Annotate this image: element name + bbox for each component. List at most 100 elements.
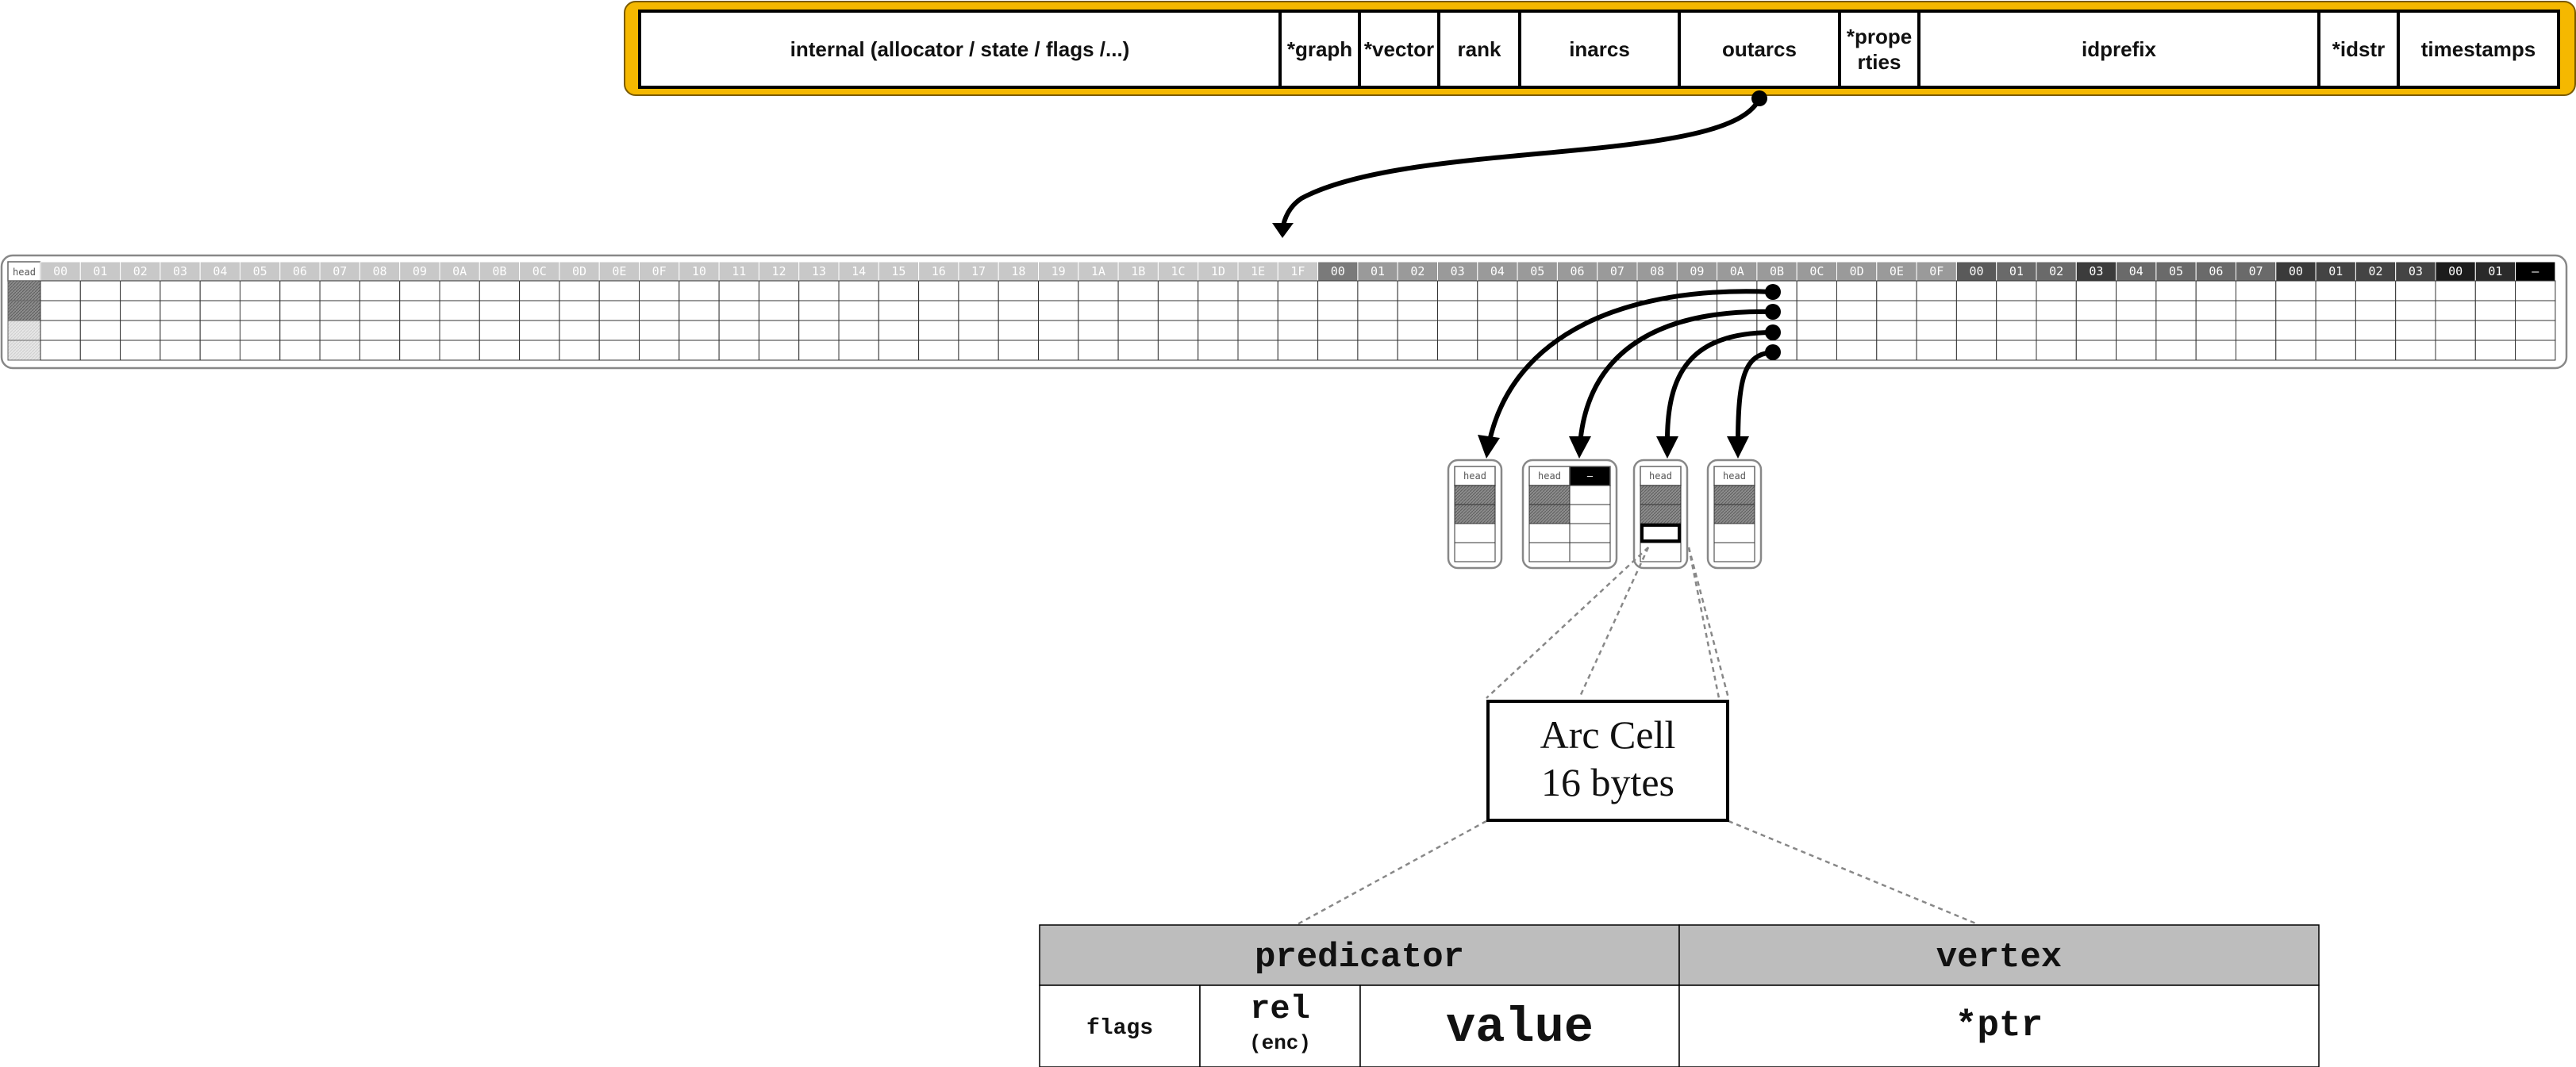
arc-array-cell (1277, 300, 1319, 321)
arc-array-cell (79, 340, 121, 361)
arc-array-index-label: 09 (413, 264, 427, 278)
arc-arrow-4-head (1727, 436, 1749, 459)
arc-head-cell (1713, 542, 1755, 562)
arc-array-cell (798, 320, 840, 341)
arc-array-cell (1996, 320, 2037, 341)
arc-array-cell (240, 280, 281, 301)
zoom-line-e (1297, 819, 1487, 926)
arc-array-cell (2315, 300, 2356, 321)
arc-head-label: head (1649, 470, 1672, 482)
arc-head-label: head (1538, 470, 1561, 482)
arc-arrow-1 (1486, 289, 1772, 445)
arc-array-index-label: 16 (932, 264, 946, 278)
arc-head-cell (1528, 504, 1571, 524)
arc-array-index-label: 0C (533, 264, 547, 278)
predicator-header (1039, 924, 1680, 986)
arc-array-index-label: 01 (2009, 264, 2024, 278)
arc-array-index-label: 0C (1809, 264, 1824, 278)
arc-array-cell (2116, 340, 2157, 361)
arc-array-cell (1955, 340, 1997, 361)
arc-array-cell (1876, 300, 1917, 321)
arc-array-cell (1357, 280, 1398, 301)
arc-array-cell (1078, 300, 1119, 321)
arc-array-cell (2155, 280, 2197, 301)
arc-array-cell (2395, 300, 2436, 321)
arc-array-cell (1078, 340, 1119, 361)
arc-array-index-label: 1F (1290, 264, 1305, 278)
arc-array-cell (1955, 300, 1997, 321)
arc-array-cell (2236, 340, 2277, 361)
arc-array-cell (439, 340, 480, 361)
value-cell (1359, 984, 1680, 1067)
arc-array-cell (679, 340, 720, 361)
arc-array-cell (1996, 340, 2037, 361)
arc-array-cell (79, 320, 121, 341)
arc-head-cell (1713, 485, 1755, 505)
arc-head-cell (1454, 485, 1496, 505)
arc-array-index-header (2075, 261, 2117, 282)
arc-array-index-header (2474, 261, 2516, 282)
arc-array-cell (1836, 320, 1878, 341)
arc-array-index-label: 08 (1650, 264, 1664, 278)
arc-array-index-label: 05 (253, 264, 267, 278)
arc-array-cell (2236, 300, 2277, 321)
arc-array-head-label: head (13, 267, 36, 278)
rel-sub-label: (enc) (1249, 1031, 1311, 1055)
arc-array-cell (199, 340, 240, 361)
arc-array-cell (120, 300, 161, 321)
ptr-label: *ptr (1955, 1005, 2043, 1046)
flags-label: flags (1086, 1016, 1153, 1041)
arc-cell-box: Arc Cell 16 bytes (1486, 700, 1729, 822)
arc-array-index-label: 0D (1850, 264, 1864, 278)
arc-array-index-header (1756, 261, 1797, 282)
arc-array-cell (40, 320, 81, 341)
arc-array-cell (240, 340, 281, 361)
arc-array-cell (1277, 280, 1319, 301)
arc-array-cell (519, 320, 560, 341)
arc-head-4: head (1706, 459, 1763, 570)
arc-array-cell (679, 280, 720, 301)
arc-array-cell (1796, 340, 1837, 361)
arc-array-cell (1397, 280, 1438, 301)
arc-array-cell (2515, 320, 2556, 341)
arc-array-cell (598, 320, 640, 341)
arc-array-cell (2275, 340, 2316, 361)
arc-array-cell (2474, 340, 2516, 361)
arc-array-index-header (2275, 261, 2316, 282)
arc-array-cell (399, 280, 440, 301)
arc-array-cell (240, 320, 281, 341)
arc-array-cell (878, 280, 920, 301)
arc-array-index-header (1597, 261, 1638, 282)
arc-head-terminal-label: – (1587, 470, 1594, 482)
arc-array-index-label: 0F (652, 264, 667, 278)
arc-array-cell (2395, 340, 2436, 361)
arc-array-cell (998, 320, 1039, 341)
arc-array-cell (2395, 280, 2436, 301)
vertex-label: vertex (1936, 938, 2062, 977)
arc-array-cell (2075, 280, 2117, 301)
arc-array-cell (120, 340, 161, 361)
zoom-line-c (1687, 547, 1721, 699)
arc-array-cell (639, 340, 680, 361)
arc-head-cell (1528, 542, 1571, 562)
arc-array-cell (1117, 340, 1159, 361)
zoom-line-d (1687, 547, 1730, 699)
arc-head-label: head (1723, 470, 1746, 482)
arc-array-cell (1198, 320, 1239, 341)
arc-array-cell (1397, 340, 1438, 361)
arc-arrow-2-origin (1765, 304, 1781, 320)
arc-array-index-label: 03 (2089, 264, 2103, 278)
arc-array-index-label: 01 (93, 264, 107, 278)
arc-array-cell (2315, 280, 2356, 301)
arc-array-index-label: 07 (2249, 264, 2263, 278)
arc-array-cell (1237, 320, 1278, 341)
arc-array-index-header (1717, 261, 1758, 282)
arc-array-cell (1317, 320, 1359, 341)
arc-array-cell (1198, 340, 1239, 361)
arc-array-cell (2155, 340, 2197, 361)
arc-array-index-label: 00 (2289, 264, 2303, 278)
arc-array-cell (639, 280, 680, 301)
arc-array-cell (399, 340, 440, 361)
arc-array-index-label: 1A (1091, 264, 1105, 278)
arc-array-cell (1556, 300, 1598, 321)
